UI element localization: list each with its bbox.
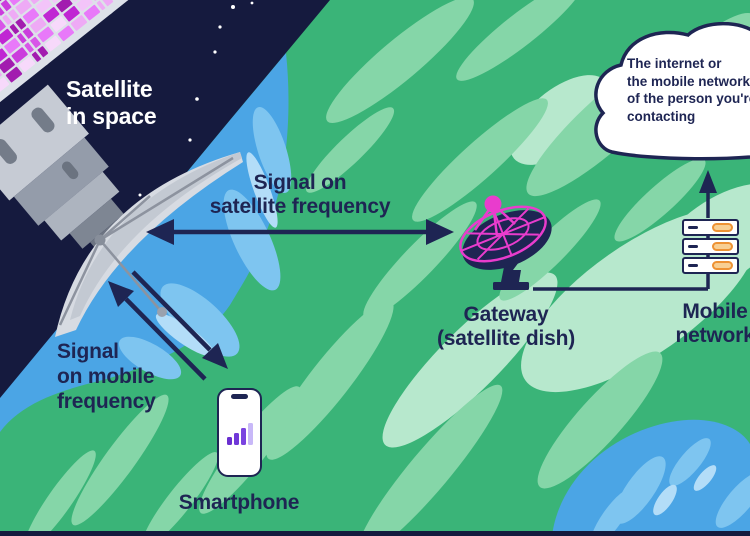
server-stack-icon [682,219,739,274]
ocean-band [0,53,289,432]
satellite-frequency-line1: Signal on [253,171,347,194]
mobile-frequency-line2: on mobile [57,365,155,389]
server-drive-pill [712,261,733,270]
mobile-network-label: Mobile network [625,300,750,348]
gateway-label: Gateway (satellite dish) [406,303,606,350]
bottom-strip [0,531,750,536]
gateway-dish-icon [459,195,552,290]
server-box [682,238,739,255]
solar-panel [0,0,210,121]
mobile-frequency-line3: frequency [57,390,156,414]
smartphone-label: Smartphone [178,491,300,514]
server-box [682,219,739,236]
satellite-label-line1: Satellite [66,76,153,102]
stars [138,1,254,197]
server-led-dash [688,264,698,267]
mobile-frequency-line1: Signal [57,340,119,363]
mobile-frequency-label: Signal on mobile frequency [57,339,156,415]
server-box [682,257,739,274]
cloud-label: The internet or the mobile network of th… [627,55,750,125]
server-led-dash [688,226,698,229]
satellite-dish [55,152,243,337]
gateway-label-line1: Gateway [463,303,549,326]
space-wedge [0,0,330,398]
server-drive-pill [712,242,733,251]
cloud-label-line3: of the person you're [627,91,750,107]
cloud-icon [594,22,750,161]
signal-bars-icon [226,423,253,445]
server-drive-pill [712,223,733,232]
mobile-network-line2: network [675,323,750,347]
server-led-dash [688,245,698,248]
satellite-frequency-label: Signal on satellite frequency [150,171,450,219]
satellite-label-line2: in space [66,103,157,130]
cloud-label-line1: The internet or [627,56,722,71]
satellite-frequency-line2: satellite frequency [209,194,391,218]
cloud-label-line4: contacting [627,108,696,124]
satellite-icon [0,0,243,337]
mobile-network-line1: Mobile [682,300,748,323]
cloud-label-line2: the mobile network [627,73,750,89]
phone-notch [231,394,248,399]
satellite-label: Satellite in space [66,76,157,130]
smartphone-icon [217,388,262,477]
sea-pale-swirls [653,465,717,516]
gateway-label-line2: (satellite dish) [437,326,575,350]
